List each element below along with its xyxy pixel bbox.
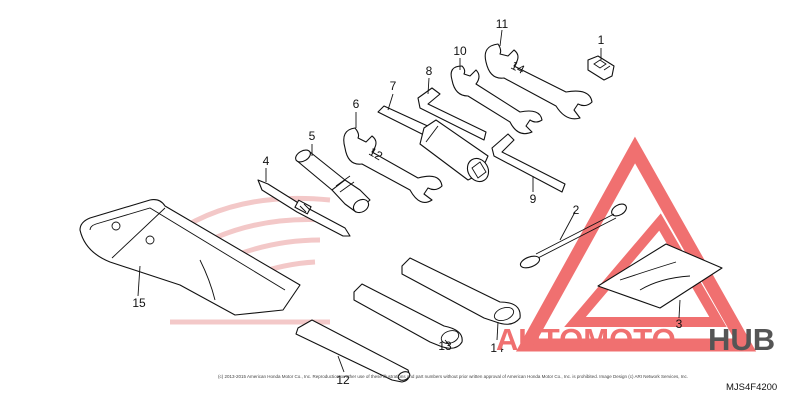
watermark-brand-b: HUB (708, 322, 775, 357)
part-7-box-spanner (377, 105, 490, 183)
part-11-wrench: 14 (484, 43, 593, 120)
part-1-clip (587, 55, 615, 81)
callout-15: 15 (132, 296, 146, 310)
callout-6: 6 (353, 97, 360, 111)
callout-11: 11 (496, 17, 509, 31)
part-2-cable (519, 203, 627, 269)
wrench-11-size-label: 14 (509, 58, 528, 77)
part-9-hex-key (491, 133, 566, 193)
callout-numbers: 1 2 3 4 5 6 7 8 9 10 11 12 13 14 15 (132, 17, 682, 387)
callout-3: 3 (676, 317, 683, 331)
part-4-screwdriver (257, 179, 351, 237)
part-8-hex-key (417, 87, 487, 141)
part-13-spanner (353, 283, 463, 349)
copyright-notice: (c) 2013-2015 American Honda Motor Co., … (218, 374, 688, 379)
part-6-wrench: 12 (343, 127, 443, 203)
part-3-manual (597, 243, 723, 309)
callout-8: 8 (426, 64, 433, 78)
callout-9: 9 (530, 192, 537, 206)
part-5-socket-extension (295, 149, 371, 214)
diagram-code: MJS4F4200 (726, 382, 777, 393)
part-10-wrench (450, 65, 543, 135)
callout-10: 10 (453, 44, 467, 58)
watermark-logo (515, 136, 757, 352)
callout-7: 7 (390, 79, 397, 93)
callout-4: 4 (263, 154, 270, 168)
callout-12: 12 (336, 373, 350, 387)
watermark-brand-a: AUTOMOTO (496, 322, 676, 357)
callout-5: 5 (309, 129, 316, 143)
callout-2: 2 (573, 203, 580, 217)
leader-lines (137, 29, 681, 373)
callout-1: 1 (598, 33, 605, 47)
part-14-spanner (401, 257, 521, 325)
watermark-text: AUTOMOTO HUB (496, 322, 775, 357)
callout-13: 13 (438, 339, 452, 353)
part-15-tool-bag (79, 199, 301, 316)
part-12-handle (295, 319, 411, 383)
wrench-6-size-label: 12 (367, 144, 386, 163)
callout-14: 14 (490, 341, 504, 355)
